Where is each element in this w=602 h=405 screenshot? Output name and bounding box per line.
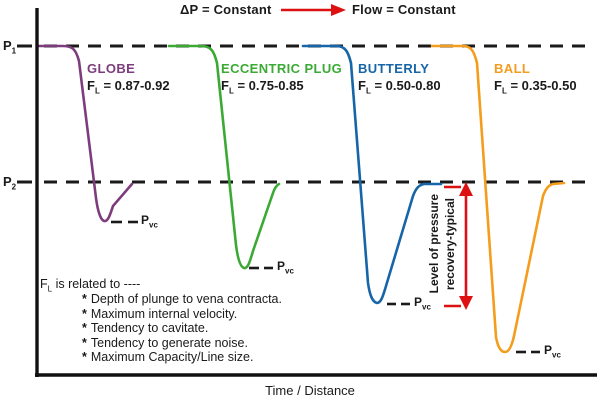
valve-name: BALL: [494, 61, 531, 76]
fl-range: FL = 0.35-0.50: [494, 78, 577, 96]
valve-name: BUTTERLY: [358, 61, 430, 76]
recovery-arrow-icon: [444, 182, 473, 310]
notes-bullet: *Depth of plunge to vena contracta.: [82, 292, 282, 306]
ball-curve: [430, 44, 566, 354]
notes-bullet-list: *Depth of plunge to vena contracta. *Max…: [82, 292, 282, 365]
valve-label-globe: GLOBE FL = 0.87-0.92: [87, 61, 170, 96]
valve-label-eccentric-plug: ECCENTRIC PLUG FL = 0.75-0.85: [221, 61, 342, 96]
delta-p-annotation: ΔP = Constant: [180, 2, 272, 17]
p2-label: P2: [3, 174, 17, 192]
fl-range: FL = 0.75-0.85: [221, 78, 304, 96]
notes-bullet: *Tendency to cavitate.: [82, 321, 209, 335]
valve-label-butterfly: BUTTERLY FL = 0.50-0.80: [358, 61, 441, 96]
globe-curve: [35, 44, 134, 223]
butterfly-curve: [301, 44, 443, 305]
valve-name: ECCENTRIC PLUG: [221, 61, 343, 76]
valve-name: GLOBE: [87, 61, 136, 76]
notes-intro: FL is related to ----: [40, 277, 141, 294]
notes-bullet: *Maximum Capacity/Line size.: [82, 350, 254, 364]
recovery-level-label: Level of pressure recovery-typical: [426, 194, 457, 294]
notes-bullet: *Maximum internal velocity.: [82, 306, 238, 321]
x-axis-label: Time / Distance: [265, 383, 355, 398]
p1-label: P1: [3, 38, 17, 56]
pvc-label-globe: Pvc: [141, 213, 158, 230]
notes-bullet: *Tendency to generate noise.: [82, 335, 248, 350]
pvc-label-butterfly: Pvc: [414, 295, 431, 312]
valve-label-ball: BALL FL = 0.35-0.50: [494, 61, 577, 96]
eccentric-plug-curve: [167, 44, 281, 270]
fl-range: FL = 0.87-0.92: [87, 78, 170, 96]
header-arrow-icon: [281, 4, 346, 16]
pvc-label-ball: Pvc: [544, 343, 561, 360]
flow-annotation: Flow = Constant: [352, 2, 456, 17]
fl-range: FL = 0.50-0.80: [358, 78, 441, 96]
pvc-label-eccentric-plug: Pvc: [277, 259, 294, 276]
